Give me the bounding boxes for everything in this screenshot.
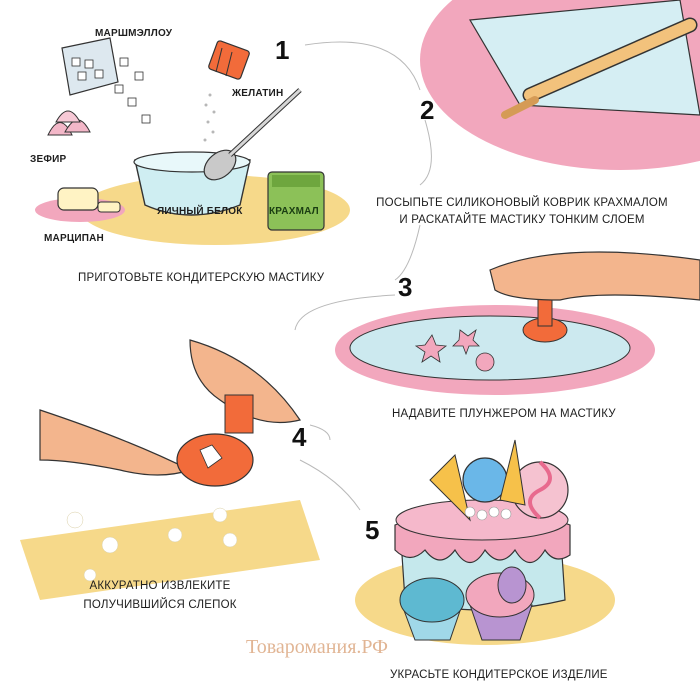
step-number-2: 2 xyxy=(420,95,435,125)
watermark: Товаромания.РФ xyxy=(246,636,388,658)
connector-lines xyxy=(294,41,432,511)
step-number-5: 5 xyxy=(365,515,380,545)
step4-caption-line2: ПОЛУЧИВШИЙСЯ СЛЕПОК xyxy=(83,599,237,611)
step1-illustration xyxy=(35,37,350,245)
step-number-3: 3 xyxy=(398,272,413,302)
step-number-4: 4 xyxy=(292,422,307,452)
step2-caption-line1: ПОСЫПЬТЕ СИЛИКОНОВЫЙ КОВРИК КРАХМАЛОМ xyxy=(376,197,668,209)
step4-caption-line1: АККУРАТНО ИЗВЛЕКИТЕ xyxy=(89,580,231,592)
step2-illustration xyxy=(420,0,700,170)
label-gelatin: ЖЕЛАТИН xyxy=(232,88,284,99)
label-zefir: ЗЕФИР xyxy=(30,154,67,165)
step-number-1: 1 xyxy=(275,35,290,65)
step3-caption: НАДАВИТЕ ПЛУНЖЕРОМ НА МАСТИКУ xyxy=(392,408,616,420)
label-marzipan: МАРЦИПАН xyxy=(44,233,104,244)
step3-illustration xyxy=(335,251,700,395)
label-marshmallow: МАРШМЭЛЛОУ xyxy=(95,28,173,39)
label-egg-white: ЯИЧНЫЙ БЕЛОК xyxy=(157,206,243,217)
label-starch: КРАХМАЛ xyxy=(269,206,319,217)
step5-caption: УКРАСЬТЕ КОНДИТЕРСКОЕ ИЗДЕЛИЕ xyxy=(390,669,608,681)
step4-illustration xyxy=(20,339,320,600)
step2-caption-line2: И РАСКАТАЙТЕ МАСТИКУ ТОНКИМ СЛОЕМ xyxy=(399,214,645,226)
step1-caption: ПРИГОТОВЬТЕ КОНДИТЕРСКУЮ МАСТИКУ xyxy=(78,272,325,284)
step5-illustration xyxy=(355,439,615,645)
